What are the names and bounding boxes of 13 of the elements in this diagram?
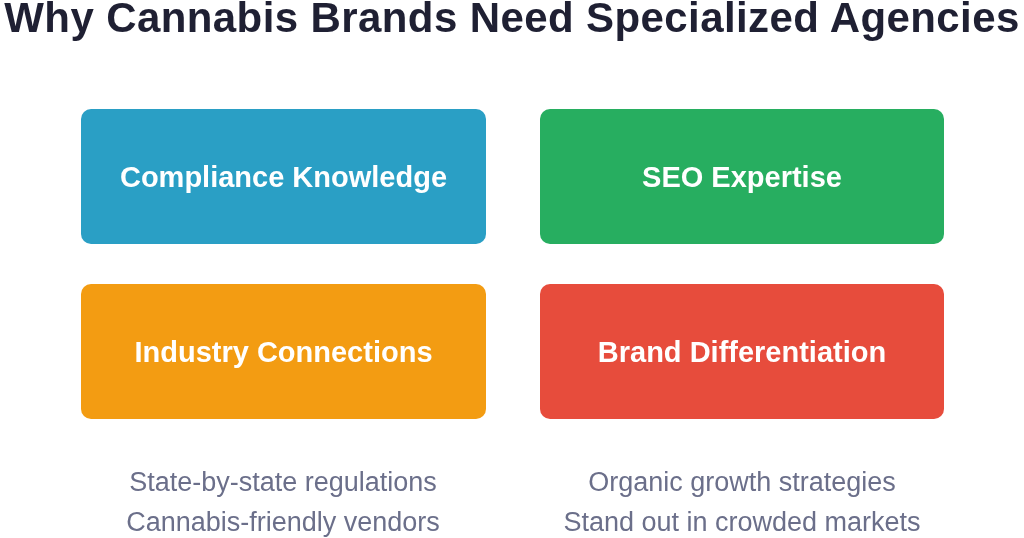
description-text: Cannabis-friendly vendors — [126, 506, 440, 538]
category-box — [81, 284, 486, 419]
category-box — [540, 109, 944, 244]
box-title: Brand Differentiation — [597, 334, 887, 369]
box-title: Industry Connections — [134, 334, 433, 369]
category-box — [540, 284, 944, 419]
box-title: SEO Expertise — [642, 159, 842, 194]
description-text: Stand out in crowded markets — [563, 506, 921, 538]
title: Why Cannabis Brands Need Specialized Agencies — [3, 0, 1021, 42]
box-title: Compliance Knowledge — [119, 159, 448, 194]
description-text: State-by-state regulations — [129, 466, 437, 498]
category-box — [81, 109, 486, 244]
description-text: Organic growth strategies — [588, 466, 896, 498]
